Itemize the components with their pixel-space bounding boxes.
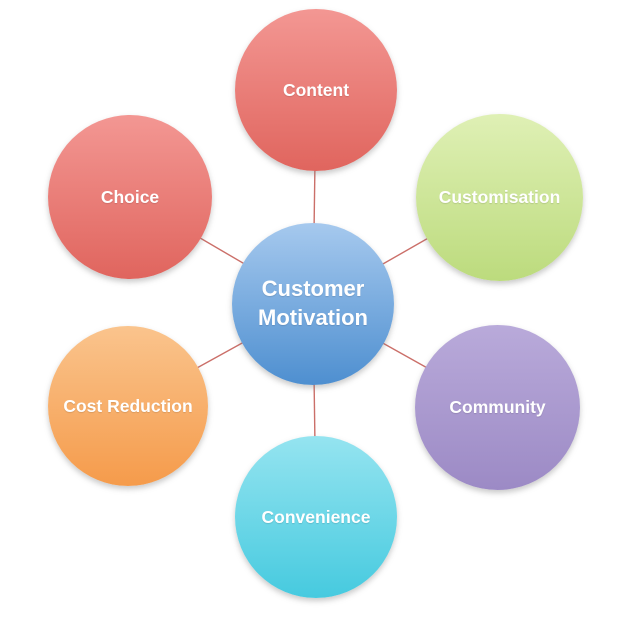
node-label-cost-reduction: Cost Reduction	[63, 395, 193, 416]
node-circle-community: Community	[415, 325, 580, 490]
node-circle-convenience: Convenience	[235, 436, 397, 598]
node-circle-content: Content	[235, 9, 397, 171]
node-label-customisation: Customisation	[438, 187, 561, 207]
node-circle-choice: Choice	[48, 115, 212, 279]
hub-label: Customer Motivation	[258, 276, 368, 330]
node-circle-cost-reduction: Cost Reduction	[48, 326, 208, 486]
node-label-community: Community	[449, 397, 546, 417]
node-label-content: Content	[282, 79, 350, 100]
hub-circle-customer-motivation: Customer Motivation	[232, 223, 394, 385]
node-label-choice: Choice	[100, 186, 160, 207]
node-label-convenience: Convenience	[261, 506, 371, 527]
node-circle-customisation: Customisation	[416, 114, 583, 281]
